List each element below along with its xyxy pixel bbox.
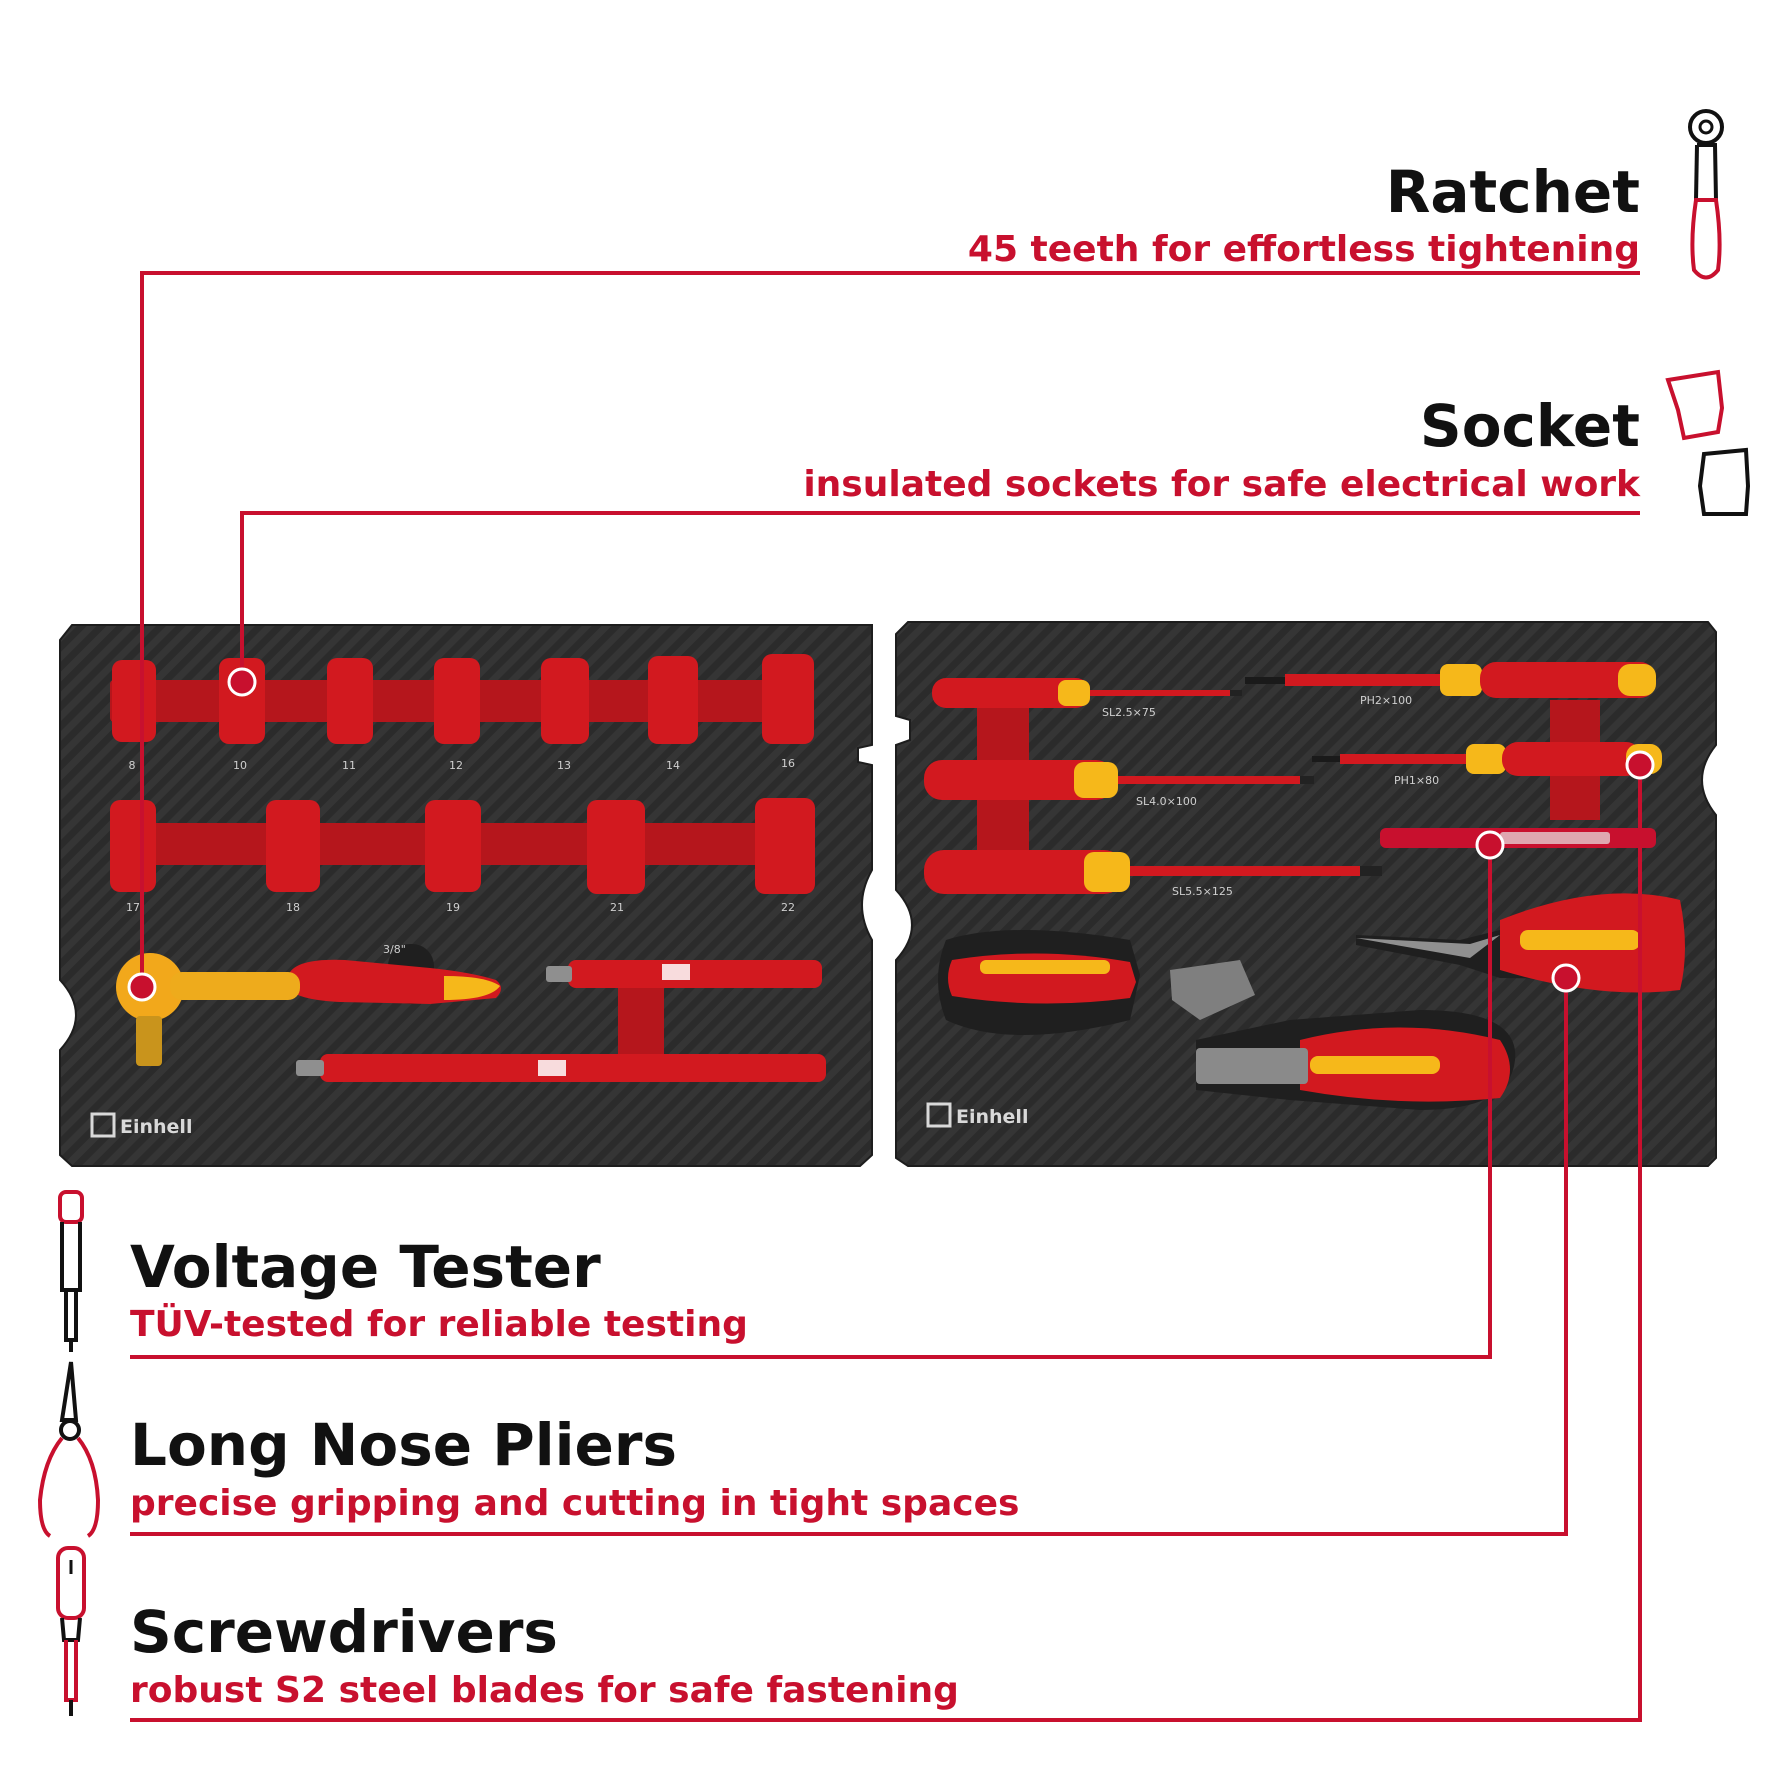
socket-marker: [227, 667, 257, 697]
socket-subtitle: insulated sockets for safe electrical wo…: [803, 464, 1640, 505]
right-tray-logo: Einhell: [926, 1102, 1028, 1128]
socket-8: [112, 660, 156, 742]
screwdrivers-subtitle: robust S2 steel blades for safe fastenin…: [130, 1670, 959, 1711]
screwdriver-ph2: [1245, 662, 1656, 698]
socket-14: [648, 656, 698, 744]
ratchet-subtitle: 45 teeth for effortless tightening: [967, 229, 1640, 270]
socket-17: [110, 800, 156, 892]
screwdriver-label-ph2: PH2×100: [1360, 694, 1412, 707]
screwdriver-label-sl40: SL4.0×100: [1136, 795, 1197, 808]
socket-label-17: 17: [126, 901, 140, 914]
socket-label-11: 11: [342, 759, 356, 772]
socket-title: Socket: [1419, 392, 1640, 460]
ratchet-marker: [127, 972, 157, 1002]
ratchet-neck: [170, 972, 300, 1000]
ratchet-icon: [1688, 109, 1724, 280]
left-tray-brand: Einhell: [120, 1116, 192, 1138]
socket-label-10: 10: [233, 759, 247, 772]
long-nose-pliers-marker: [1551, 963, 1581, 993]
screwdriver-sl25: [932, 678, 1242, 708]
left-tray-foam: [59, 624, 873, 1167]
right-tray: SL2.5×75 PH2×100 SL4.0×100 PH1×80 SL5.5×…: [895, 621, 1717, 1167]
socket-label-22: 22: [781, 901, 795, 914]
einhell-logo-icon: [90, 1112, 116, 1138]
socket-16: [762, 654, 814, 744]
socket-icon: [1665, 369, 1751, 516]
socket-11: [327, 658, 373, 744]
ratchet-leader-line: [140, 271, 1640, 987]
screwdriver-icon: [56, 1546, 86, 1716]
socket-label-18: 18: [286, 901, 300, 914]
extension-brand-badge: [662, 964, 690, 980]
screwdrivers-title: Screwdrivers: [130, 1598, 558, 1666]
ratchet-title: Ratchet: [1385, 158, 1640, 226]
screwdriver-label-sl55: SL5.5×125: [1172, 885, 1233, 898]
voltage-tester-marker: [1475, 830, 1505, 860]
extension-long: [320, 1054, 826, 1082]
socket-label-21: 21: [610, 901, 624, 914]
voltage-tester-subtitle: TÜV-tested for reliable testing: [130, 1304, 748, 1345]
screwdriver-label-ph1: PH1×80: [1394, 774, 1439, 787]
socket-19: [425, 800, 481, 892]
extension-bars: [296, 960, 826, 1082]
socket-label-13: 13: [557, 759, 571, 772]
extension-short-tip: [546, 966, 572, 982]
wire-stripper: [1196, 1010, 1516, 1110]
left-tray: 8 10 11 12 13 14 16 17 18 19 21 22: [59, 624, 873, 1167]
screwdrivers-leader-line: [130, 765, 1642, 1722]
socket-18: [266, 800, 320, 892]
left-tray-logo: Einhell: [90, 1112, 192, 1138]
socket-row-bottom: [110, 798, 815, 894]
socket-leader-line: [240, 511, 1640, 682]
long-nose-pliers-leader-line: [130, 978, 1568, 1536]
voltage-tester-leader-line: [130, 845, 1492, 1359]
socket-label-19: 19: [446, 901, 460, 914]
ratchet-grip: [444, 976, 500, 1000]
diagonal-cutter: [938, 930, 1255, 1035]
socket-13: [541, 658, 589, 744]
socket-label-14: 14: [666, 759, 680, 772]
socket-22: [755, 798, 815, 894]
extension-short: [568, 960, 822, 988]
screwdriver-sl55: [924, 850, 1382, 894]
screwdrivers-marker: [1625, 750, 1655, 780]
socket-label-8: 8: [129, 759, 136, 772]
right-tray-brand: Einhell: [956, 1106, 1028, 1128]
socket-label-16: 16: [781, 757, 795, 770]
socket-row-top: [112, 654, 814, 744]
socket-21: [587, 800, 645, 894]
voltage-tester-icon: [58, 1190, 84, 1352]
ratchet-drive-label: 3/8": [383, 943, 406, 956]
voltage-tester: [1380, 828, 1656, 848]
voltage-tester-title: Voltage Tester: [130, 1233, 601, 1301]
long-nose-pliers-title: Long Nose Pliers: [130, 1411, 677, 1479]
screwdriver-sl40: [924, 760, 1314, 800]
pliers-icon: [37, 1361, 101, 1538]
socket-12: [434, 658, 480, 744]
extension-long-brand-badge: [538, 1060, 566, 1076]
extension-long-tip: [296, 1060, 324, 1076]
einhell-logo-icon: [926, 1102, 952, 1128]
ratchet-square-drive: [136, 1016, 162, 1066]
socket-label-12: 12: [449, 759, 463, 772]
long-nose-pliers-subtitle: precise gripping and cutting in tight sp…: [130, 1483, 1020, 1524]
screwdriver-label-sl25: SL2.5×75: [1102, 706, 1156, 719]
